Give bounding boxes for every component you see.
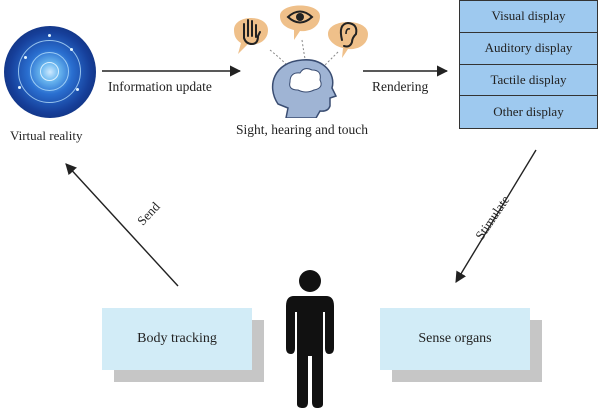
head-brain-icon [271,59,338,118]
body-tracking-box: Body tracking [102,308,252,370]
other-display-item: Other display [493,104,564,120]
senses-illustration [234,5,368,118]
send-arrow [65,163,179,287]
display-stack: Visual display Auditory display Tactile … [459,0,598,129]
ear-icon [328,21,368,58]
auditory-display-item: Auditory display [460,33,597,65]
visual-display-item: Visual display [460,1,597,33]
person-icon [286,270,334,408]
rendering-label: Rendering [372,79,429,94]
information-update-label: Information update [108,79,212,94]
hand-icon [234,18,268,54]
virtual-reality-label: Virtual reality [10,128,83,143]
sense-organs-box: Sense organs [380,308,530,370]
tactile-display-item: Tactile display [460,65,597,97]
senses-label: Sight, hearing and touch [236,122,368,137]
virtual-reality-globe-icon [4,26,96,118]
eye-icon [280,5,320,40]
stimulate-arrow [455,149,537,283]
